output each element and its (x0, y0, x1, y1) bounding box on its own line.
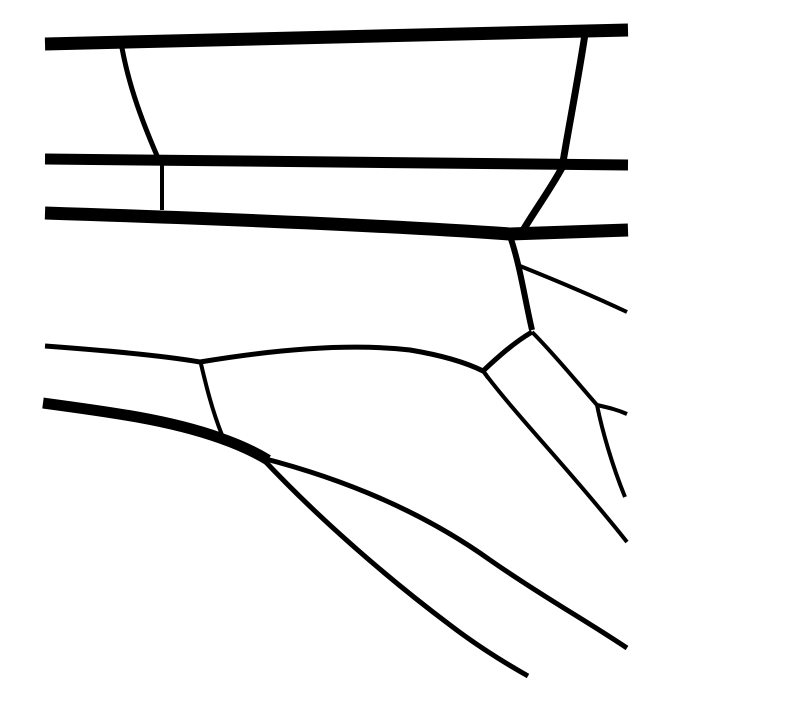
costa (44, 23, 629, 51)
subcosta (44, 153, 629, 171)
cubital-branch-upper (261, 455, 629, 651)
fork-link (481, 329, 534, 373)
cubital-branch-lower (260, 456, 530, 679)
crossvein-distal-lower (518, 164, 567, 234)
radius (44, 206, 629, 241)
medial-main-branch (481, 369, 629, 544)
medial-fork-branch-a (530, 330, 599, 407)
cubital-stem (42, 397, 271, 465)
radial-stem-descending (507, 235, 535, 331)
medial-fork-branch-b (596, 403, 628, 416)
radial-branch-upper (519, 264, 628, 314)
basal-crossvein (199, 363, 224, 436)
medial-stem (44, 343, 485, 374)
crossvein-distal-upper (559, 33, 589, 163)
medial-fork-branch-c (595, 404, 627, 498)
crossvein-proximal-upper (119, 47, 161, 159)
